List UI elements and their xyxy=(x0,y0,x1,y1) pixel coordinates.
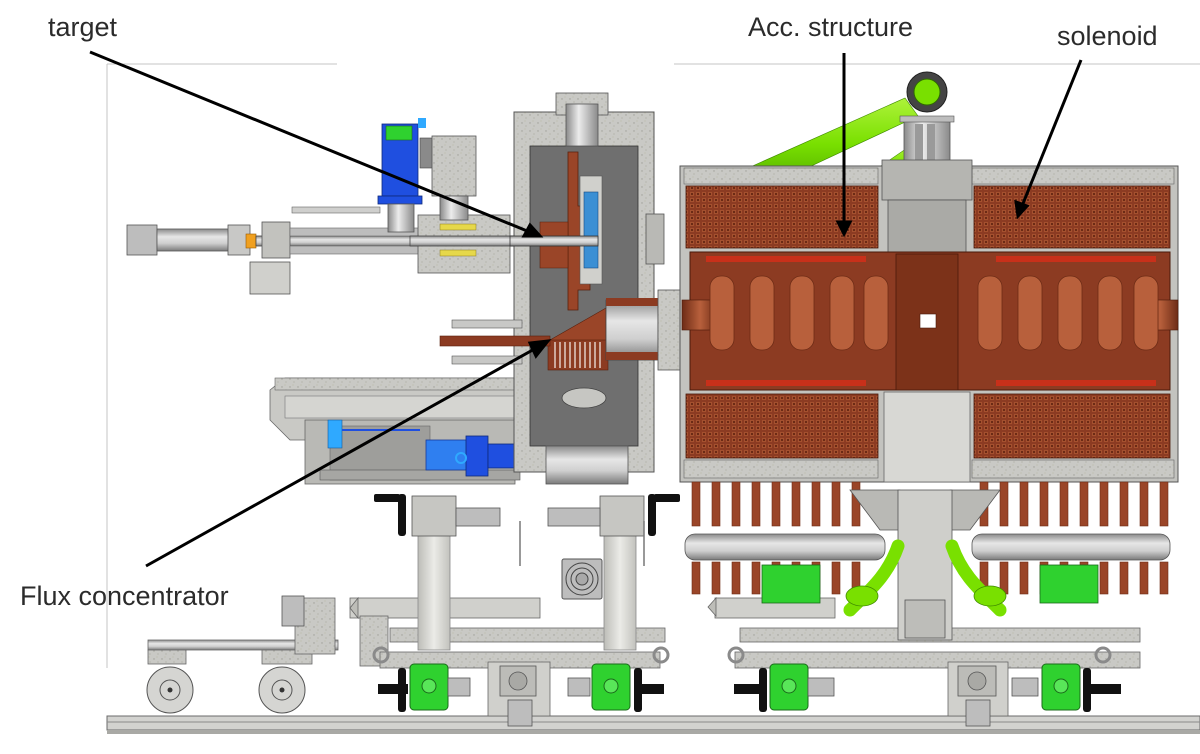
solenoid-coil-top-left xyxy=(685,185,879,249)
hose xyxy=(1039,481,1049,527)
acc-structure xyxy=(681,251,1179,391)
jack-columns xyxy=(374,494,680,651)
hose xyxy=(1119,481,1129,527)
hose xyxy=(731,481,741,527)
hose xyxy=(851,481,861,527)
hose xyxy=(791,481,801,527)
hose xyxy=(1159,481,1169,527)
rf-cavity-cell xyxy=(709,275,735,351)
rf-cavity-cell xyxy=(1057,275,1083,351)
hose xyxy=(811,481,821,527)
hose xyxy=(1099,481,1109,527)
solenoid-coil-top-right xyxy=(973,185,1171,249)
target-chamber xyxy=(509,92,685,485)
rf-cavity-cell xyxy=(1017,275,1043,351)
label-flux-concentrator: Flux concentrator xyxy=(20,581,229,611)
rf-cavity-cell xyxy=(863,275,889,351)
hand-wheel xyxy=(374,494,406,536)
hose xyxy=(771,481,781,527)
solenoid-coil-bottom-left xyxy=(685,393,879,459)
wheel xyxy=(146,666,194,714)
hand-wheel xyxy=(648,494,680,536)
gear-motor xyxy=(1011,663,1121,712)
rf-cavity-cell xyxy=(829,275,855,351)
hose xyxy=(1099,561,1109,595)
hose xyxy=(999,481,1009,527)
label-target: target xyxy=(48,12,118,42)
leader-line-flux-concentrator xyxy=(145,345,539,568)
gear-motor xyxy=(567,663,664,712)
label-acc-structure: Acc. structure xyxy=(748,12,914,42)
arrowhead-solenoid xyxy=(1014,199,1030,220)
drive-motors xyxy=(378,661,1121,727)
center-port xyxy=(919,313,937,329)
hose xyxy=(691,561,701,595)
cooling-fan xyxy=(561,558,603,600)
hose xyxy=(1079,481,1089,527)
wheel xyxy=(258,666,306,714)
arrowhead-flux-concentrator xyxy=(527,339,552,359)
arrowhead-acc-structure xyxy=(835,220,853,238)
solenoid-coil-bottom-right xyxy=(973,393,1171,459)
manifold-left xyxy=(684,533,886,561)
rf-cavity-cell xyxy=(789,275,815,351)
gear-motor xyxy=(734,663,835,712)
frame-lines xyxy=(106,63,1200,668)
hose xyxy=(1139,481,1149,527)
rf-cavity-cell xyxy=(1133,275,1159,351)
gear-motor xyxy=(378,663,471,712)
center-gearbox xyxy=(487,661,1009,727)
water-manifold xyxy=(684,481,1171,641)
hose xyxy=(751,481,761,527)
manifold-right xyxy=(971,533,1171,561)
flux-concentrator-coil xyxy=(554,342,601,368)
target-drive xyxy=(126,206,527,295)
rf-cavity-cell xyxy=(1097,275,1123,351)
fc-feedthrough xyxy=(439,319,551,365)
rail xyxy=(106,715,1200,734)
leader-line-target xyxy=(89,50,533,235)
leader-lines xyxy=(89,50,1083,568)
rail-trolley xyxy=(146,595,339,714)
hose xyxy=(1119,561,1129,595)
rf-cavity-cell xyxy=(749,275,775,351)
hose xyxy=(711,481,721,527)
hose xyxy=(691,481,701,527)
vacuum-valve xyxy=(377,118,477,233)
hose xyxy=(1139,561,1149,595)
hose xyxy=(711,561,721,595)
hose xyxy=(1019,561,1029,595)
hose xyxy=(1019,481,1029,527)
hose xyxy=(1059,481,1069,527)
hose xyxy=(1159,561,1169,595)
arrowhead-target xyxy=(521,222,544,238)
label-solenoid: solenoid xyxy=(1057,21,1158,51)
rf-cavity-cell xyxy=(977,275,1003,351)
hose xyxy=(731,561,741,595)
hose xyxy=(831,481,841,527)
rf-cavities xyxy=(709,275,1159,351)
hose xyxy=(831,561,841,595)
hose xyxy=(751,561,761,595)
leader-line-solenoid xyxy=(1020,59,1083,207)
